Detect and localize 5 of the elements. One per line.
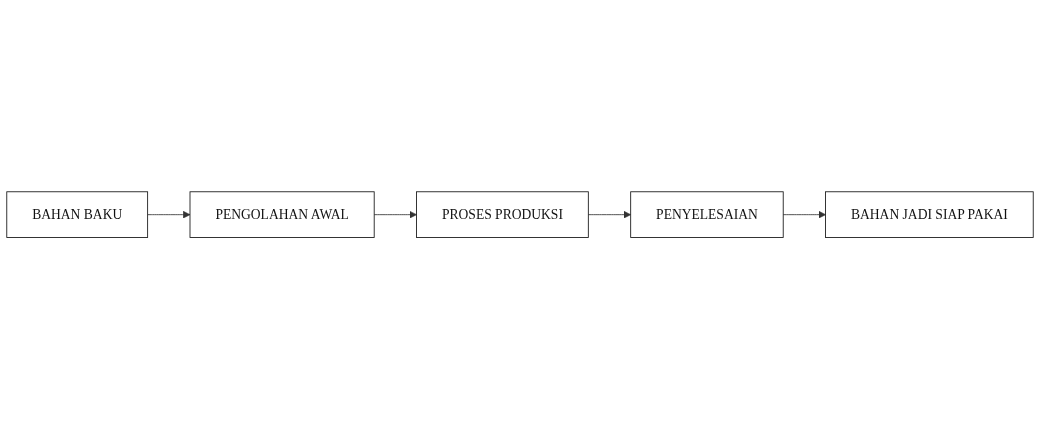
node-box: PROSES PRODUKSI	[416, 191, 589, 239]
node-box: BAHAN BAKU	[6, 191, 149, 239]
node-box: BAHAN JADI SIAP PAKAI	[825, 191, 1034, 239]
node-box: PENYELESAIAN	[630, 191, 784, 239]
node-box: PENGOLAHAN AWAL	[189, 191, 375, 239]
